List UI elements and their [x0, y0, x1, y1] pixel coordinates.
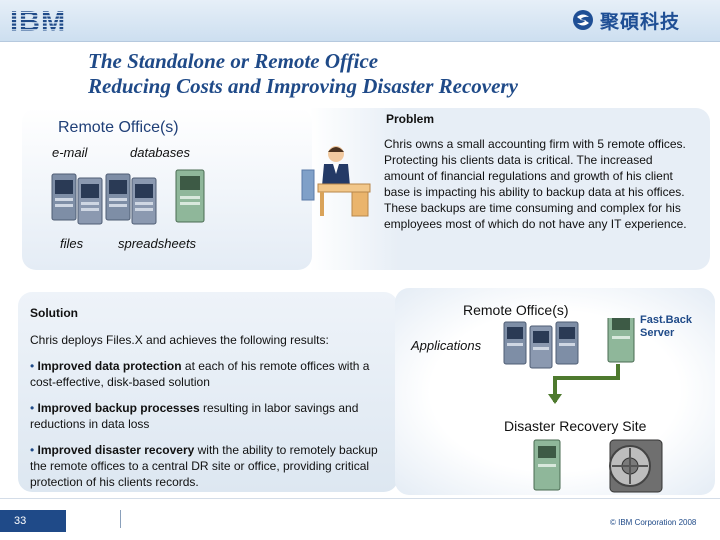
fastback-label: Fast.Back Server [640, 314, 692, 339]
bullet-2-text: resulting in labor savings and reduction… [30, 401, 359, 431]
green-server-icon [533, 439, 561, 491]
server-icon [555, 321, 579, 365]
company-name: 聚碩科技 [600, 10, 681, 33]
problem-text: Chris owns a small accounting firm with … [384, 137, 687, 231]
green-server-icon [607, 318, 635, 363]
footer-separator [120, 510, 121, 528]
swirl-icon [573, 10, 593, 30]
problem-panel-bg [310, 108, 710, 270]
diagram-graphics [503, 318, 635, 404]
title-line-1: The Standalone or Remote Office [88, 49, 379, 73]
solution-bullet-3: • Improved disaster recovery with the ab… [30, 443, 378, 489]
solution-heading: Solution [30, 306, 78, 320]
person-at-desk-icon [301, 146, 371, 217]
company-logo: 聚碩科技 [572, 6, 712, 34]
copyright: © IBM Corporation 2008 [610, 518, 697, 527]
dr-site-graphics [533, 439, 663, 493]
solution-bullet-2: • Improved backup processes resulting in… [30, 401, 359, 431]
vault-icon [609, 439, 663, 493]
spreadsheets-label: spreadsheets [118, 236, 197, 251]
solution-bullet-1: • Improved data protection at each of hi… [30, 359, 370, 389]
server-icon [503, 321, 527, 365]
remote-office-heading: Remote Office(s) [58, 119, 179, 136]
bullet-1-bold: Improved data protection [37, 359, 182, 373]
email-label: e-mail [52, 145, 88, 160]
slide-number: 33 [0, 510, 66, 532]
svg-text:IBM: IBM [10, 6, 66, 34]
server-icon [529, 325, 553, 369]
header-bar [0, 0, 720, 42]
applications-label: Applications [411, 338, 482, 353]
server-icon [77, 177, 103, 225]
server-icon [131, 177, 157, 225]
title-line-2: Reducing Costs and Improving Disaster Re… [88, 74, 518, 98]
server-icon [51, 173, 77, 221]
dr-site-label: Disaster Recovery Site [504, 418, 647, 434]
solution-intro: Chris deploys Files.X and achieves the f… [30, 333, 329, 347]
databases-label: databases [130, 145, 190, 160]
bullet-1-text: at each of his remote offices with a cos… [30, 359, 370, 389]
problem-heading: Problem [386, 112, 435, 126]
bullet-3-text: with the ability to remotely backup the … [30, 443, 378, 489]
diagram-remote-label: Remote Office(s) [463, 302, 569, 318]
ibm-logo: IBM [8, 6, 82, 38]
green-server-icon [175, 169, 205, 223]
files-label: files [60, 236, 84, 251]
server-icon [105, 173, 131, 221]
bullet-3-bold: Improved disaster recovery [37, 443, 195, 457]
remote-servers-group [51, 169, 205, 225]
solution-panel [18, 292, 398, 492]
bullet-2-bold: Improved backup processes [37, 401, 200, 415]
footer-divider [0, 498, 720, 528]
